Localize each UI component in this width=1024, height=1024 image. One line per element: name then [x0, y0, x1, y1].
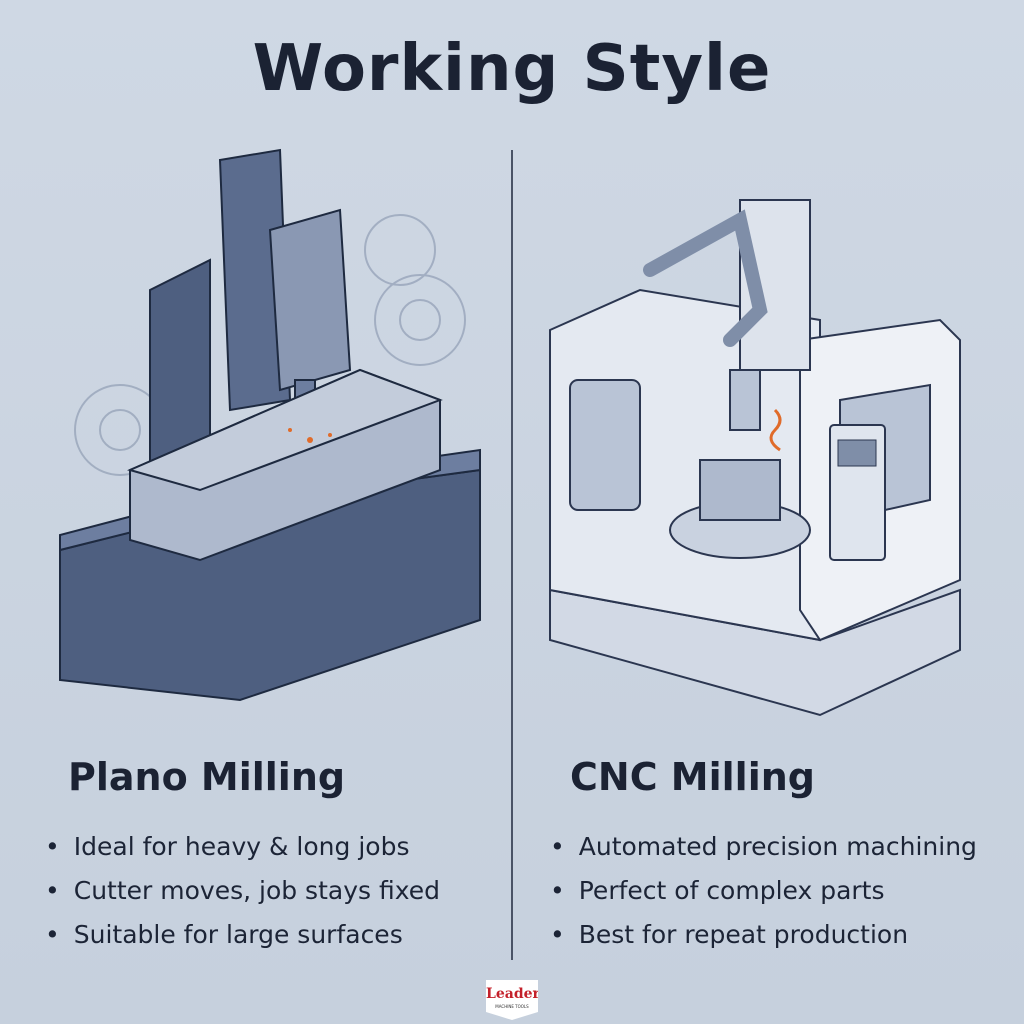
- cnc-milling-heading: CNC Milling: [570, 755, 815, 799]
- bullet-item: Perfect of complex parts: [550, 869, 977, 913]
- logo-tagline: MACHINE TOOLS: [495, 1004, 529, 1009]
- plano-milling-heading: Plano Milling: [68, 755, 346, 799]
- bullet-item: Ideal for heavy & long jobs: [45, 825, 440, 869]
- plano-milling-bullets: Ideal for heavy & long jobs Cutter moves…: [45, 825, 440, 957]
- page-title: Working Style: [252, 32, 772, 106]
- plano-milling-illustration: [59, 148, 481, 702]
- cnc-milling-bullets: Automated precision machining Perfect of…: [550, 825, 977, 957]
- logo-name: Leader: [486, 986, 540, 1002]
- cnc-milling-illustration: [549, 199, 961, 717]
- bullet-item: Best for repeat production: [550, 913, 977, 957]
- leader-logo: Leader MACHINE TOOLS: [486, 980, 538, 1020]
- bullet-item: Cutter moves, job stays fixed: [45, 869, 440, 913]
- column-divider: [511, 150, 513, 960]
- bullet-item: Suitable for large surfaces: [45, 913, 440, 957]
- bullet-item: Automated precision machining: [550, 825, 977, 869]
